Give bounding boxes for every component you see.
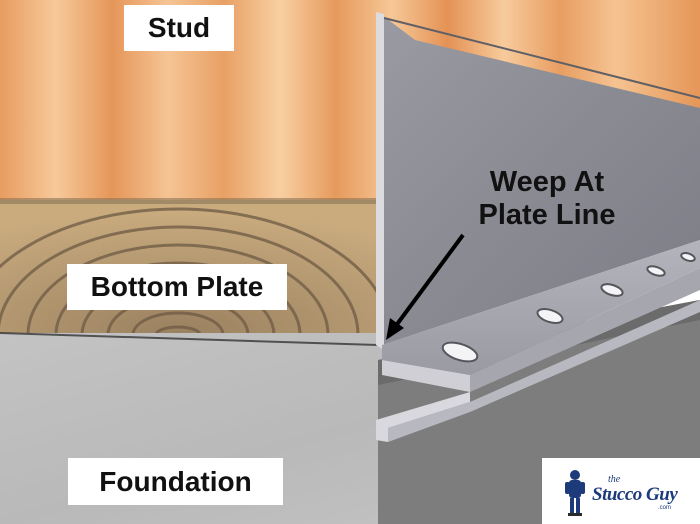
screed-ledge (382, 240, 700, 375)
logo-text-small: the (608, 474, 621, 485)
weep-callout-line1: Weep At (489, 166, 605, 198)
weep-holes (441, 252, 696, 363)
brand-logo (542, 458, 700, 524)
bottom-plate-label: Bottom Plate (67, 264, 287, 310)
foundation-label: Foundation (68, 458, 283, 505)
mascot-icon (565, 470, 585, 516)
screed-vertical-flange (382, 15, 700, 345)
screed-edge (376, 12, 384, 350)
stud-label: Stud (124, 5, 234, 51)
weep-callout-line2: Plate Line (478, 199, 616, 231)
logo-text-tail: .com (658, 505, 672, 511)
pointer-arrow-head (386, 318, 404, 340)
weep-callout: Weep At Plate Line (462, 166, 632, 232)
pointer-arrow-shaft (393, 233, 465, 329)
logo-text-main: Stucco Guy (592, 484, 678, 505)
screed-lip (376, 392, 470, 442)
